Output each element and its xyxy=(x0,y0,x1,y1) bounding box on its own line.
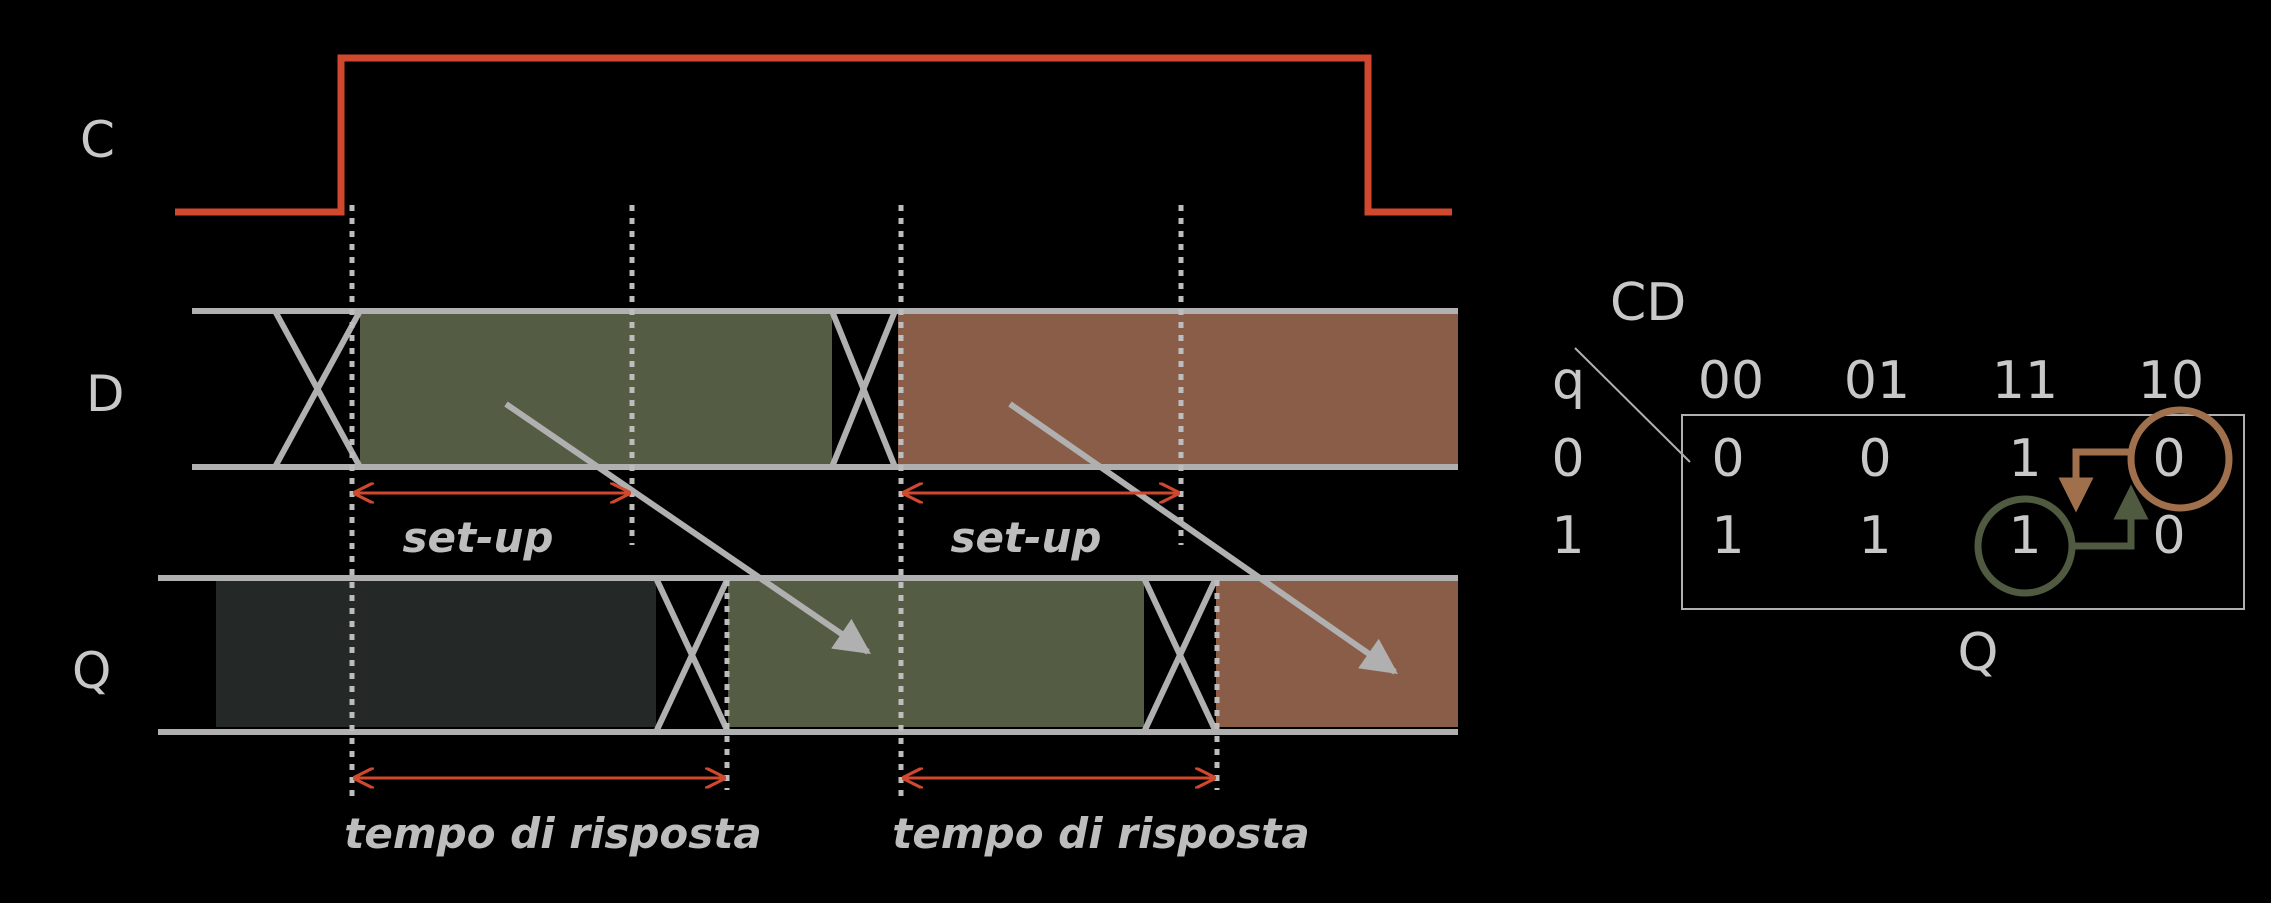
kmap-cell-1-3: 0 xyxy=(2152,506,2185,566)
kmap-transition-arrow-green xyxy=(2073,484,2149,550)
clock-label: C xyxy=(80,111,115,169)
setup-label-1: set-up xyxy=(403,513,554,562)
kmap-output-label: Q xyxy=(1958,623,1999,683)
kmap-highlight-brown xyxy=(2127,406,2233,512)
clock-waveform xyxy=(175,54,1452,216)
kmap-cell-0-1: 0 xyxy=(1858,429,1891,489)
kmap-cell-0-0: 0 xyxy=(1711,429,1744,489)
q-state-brown xyxy=(1216,581,1458,727)
kmap-col-header-4: 10 xyxy=(2138,351,2204,411)
q-state-green xyxy=(728,581,1144,727)
q-state-dark xyxy=(216,581,656,727)
propagation-arrow-1 xyxy=(504,401,871,655)
kmap-corner-diagonal xyxy=(1574,347,1691,463)
kmap-col-header-3: 11 xyxy=(1992,351,2058,411)
setup-label-2: set-up xyxy=(951,513,1102,562)
kmap-highlight-green xyxy=(1974,495,2076,597)
kmap-cell-1-0: 1 xyxy=(1711,506,1744,566)
d-state-green xyxy=(360,314,832,466)
kmap-row-header-1: 0 xyxy=(1551,429,1584,489)
kmap-row-var: q xyxy=(1552,351,1585,411)
kmap-row-header-2: 1 xyxy=(1551,506,1584,566)
kmap-col-var: CD xyxy=(1610,273,1686,333)
q-transition-1 xyxy=(653,576,731,734)
kmap-col-header-1: 00 xyxy=(1698,351,1764,411)
kmap-box xyxy=(1681,414,2245,610)
d-transition-1 xyxy=(272,309,363,469)
karnaugh-map: CD q 00 01 11 10 0 1 0 0 1 0 1 1 1 0 Q xyxy=(1551,273,2245,683)
d-transition-2 xyxy=(829,309,898,469)
guide-lines xyxy=(349,205,1220,802)
response-label-2: tempo di risposta xyxy=(892,809,1309,858)
response-label-1: tempo di risposta xyxy=(344,809,761,858)
data-label: D xyxy=(86,365,125,423)
kmap-cell-1-2: 1 xyxy=(2008,506,2041,566)
output-label: Q xyxy=(72,642,111,700)
q-transition-2 xyxy=(1141,576,1219,734)
kmap-cell-1-1: 1 xyxy=(1858,506,1891,566)
kmap-col-header-2: 01 xyxy=(1844,351,1910,411)
d-state-brown xyxy=(898,314,1458,466)
kmap-cell-0-3: 0 xyxy=(2152,429,2185,489)
kmap-cell-0-2: 1 xyxy=(2008,429,2041,489)
propagation-arrow-2 xyxy=(1008,401,1398,675)
kmap-transition-arrow-brown xyxy=(2058,448,2131,513)
